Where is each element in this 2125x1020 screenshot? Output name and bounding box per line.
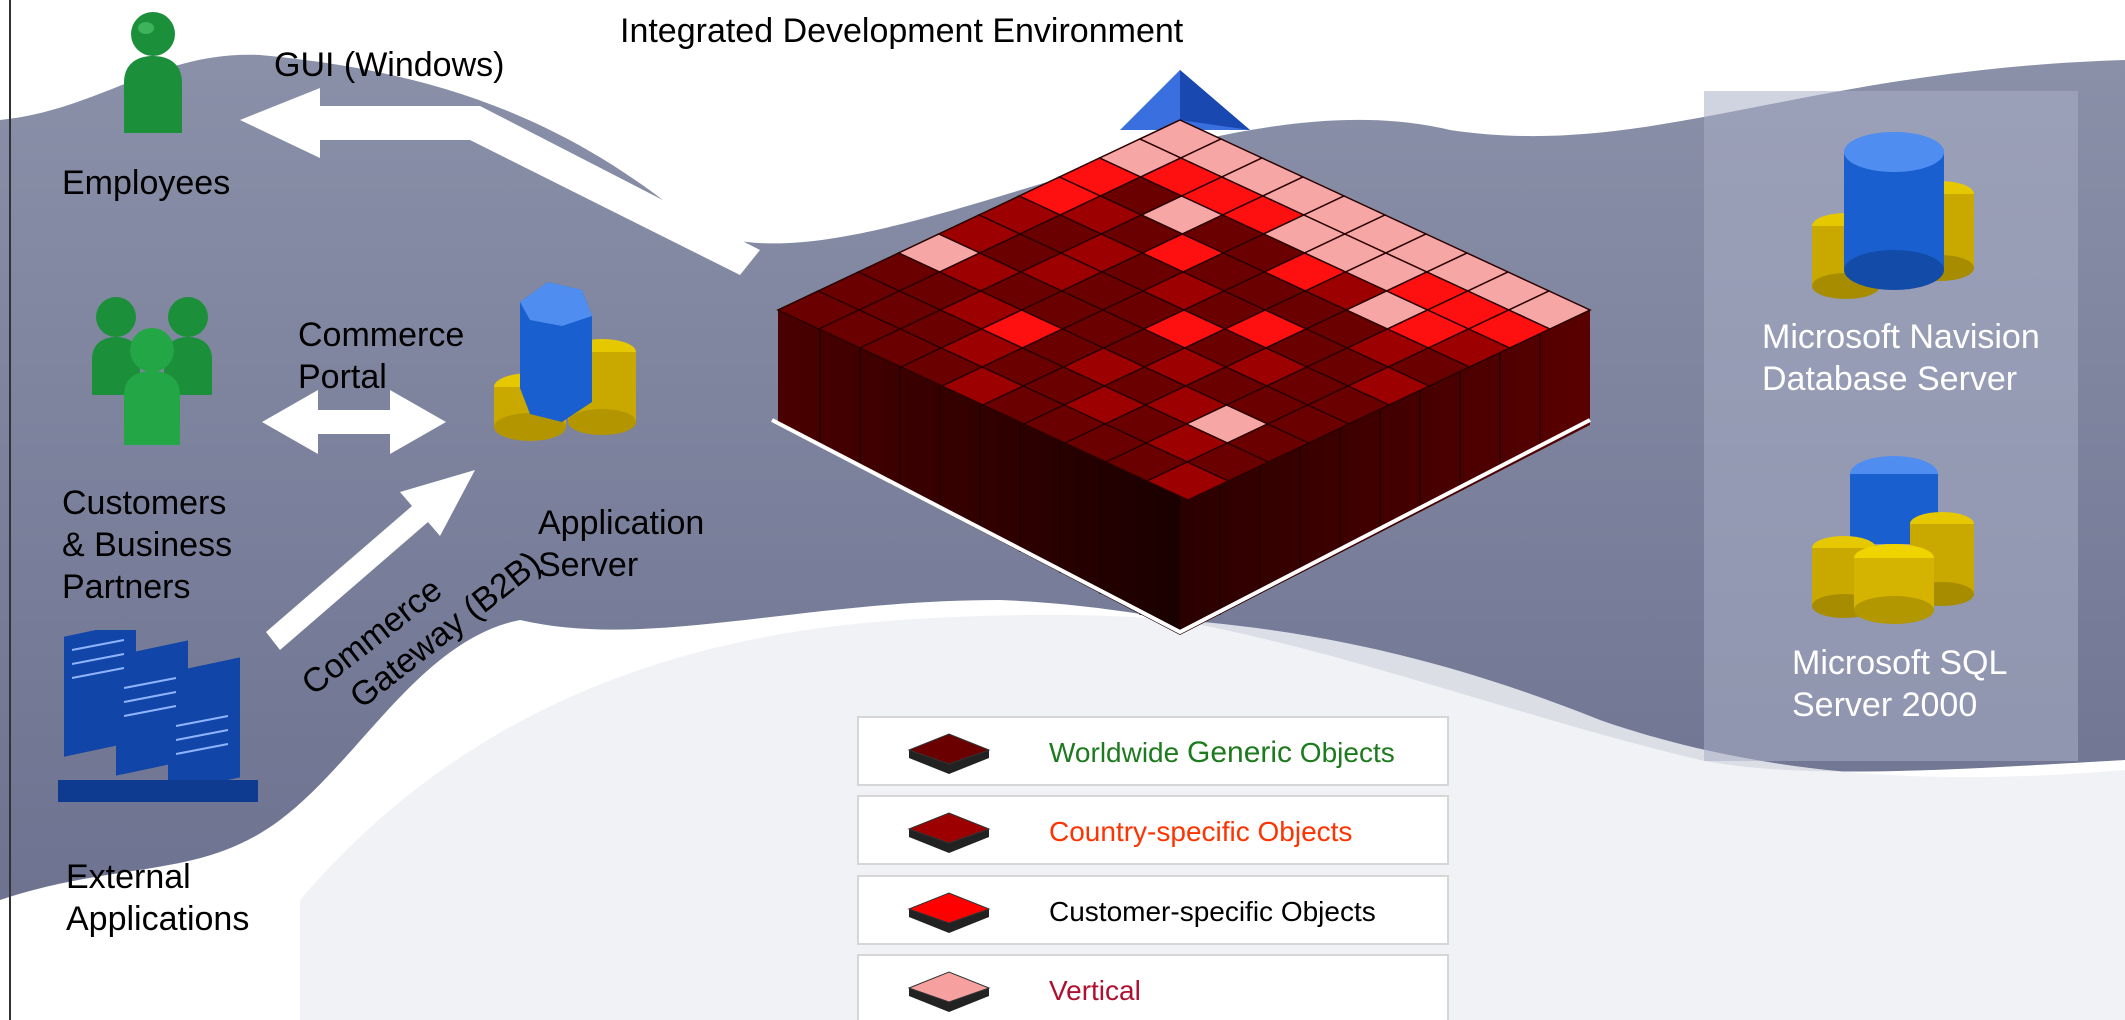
legend-item: Country-specific Objects — [857, 795, 1449, 865]
customers-label-1: Customers — [62, 484, 227, 522]
app-server-database-icon — [494, 282, 636, 441]
app-server-label-1: Application — [538, 504, 705, 542]
navision-label-1: Microsoft Navision — [1762, 318, 2040, 356]
legend-label: Customer-specific Objects — [1049, 877, 1376, 947]
legend-item: Worldwide Generic Objects — [857, 716, 1449, 786]
sql-server-database-icon — [1812, 456, 1974, 624]
portal-label-2: Portal — [298, 358, 387, 396]
diagram-title: Integrated Development Environment — [620, 12, 1184, 50]
legend-label-part: Country-specific Objects — [1049, 816, 1353, 847]
legend-label: Vertical Solutions Objects — [1049, 956, 1367, 1020]
gui-label: GUI (Windows) — [274, 46, 505, 84]
sql-label-1: Microsoft SQL — [1792, 644, 2008, 682]
legend-item: Customer-specific Objects — [857, 875, 1449, 945]
legend-label-part: Customer-specific Objects — [1049, 896, 1376, 927]
legend-label-part: Worldwide — [1049, 737, 1187, 768]
customers-label-2: & Business — [62, 526, 233, 564]
gui-arrow-icon — [240, 88, 760, 275]
navision-database-icon — [1812, 132, 1974, 299]
group-icon — [92, 297, 212, 445]
app-server-label-2: Server — [538, 546, 639, 584]
legend-label-part: Objects — [1292, 737, 1395, 768]
navision-label-2: Database Server — [1762, 360, 2018, 398]
legend-swatch — [907, 733, 991, 774]
monitor-icon — [58, 630, 258, 802]
portal-label-1: Commerce — [298, 316, 465, 354]
legend-swatch — [907, 812, 991, 853]
legend-swatch — [907, 892, 991, 933]
clipped-top-label: Data — [1808, 0, 1880, 28]
legend-label: Country-specific Objects — [1049, 797, 1352, 867]
person-icon — [124, 12, 182, 133]
legend-label-part: Vertical — [1049, 975, 1141, 1006]
grid-top-face — [776, 119, 1592, 501]
employees-label: Employees — [62, 164, 231, 202]
portal-arrow-icon — [262, 390, 446, 454]
grid-cell-country — [1145, 461, 1230, 501]
gateway-arrow-icon — [266, 470, 475, 650]
object-grid-cube — [771, 70, 1592, 635]
legend-item: Vertical Solutions Objects — [857, 954, 1449, 1020]
sql-label-2: Server 2000 — [1792, 686, 1978, 724]
customers-label-3: Partners — [62, 568, 191, 606]
legend-label-part: Generic — [1186, 736, 1293, 769]
legend-label: Worldwide Generic Objects — [1049, 718, 1395, 788]
legend-label-part: Solutions Objects — [1140, 975, 1367, 1006]
legend-swatch — [907, 971, 991, 1012]
external-label-2: Applications — [66, 900, 250, 938]
external-label-1: External — [66, 858, 191, 896]
